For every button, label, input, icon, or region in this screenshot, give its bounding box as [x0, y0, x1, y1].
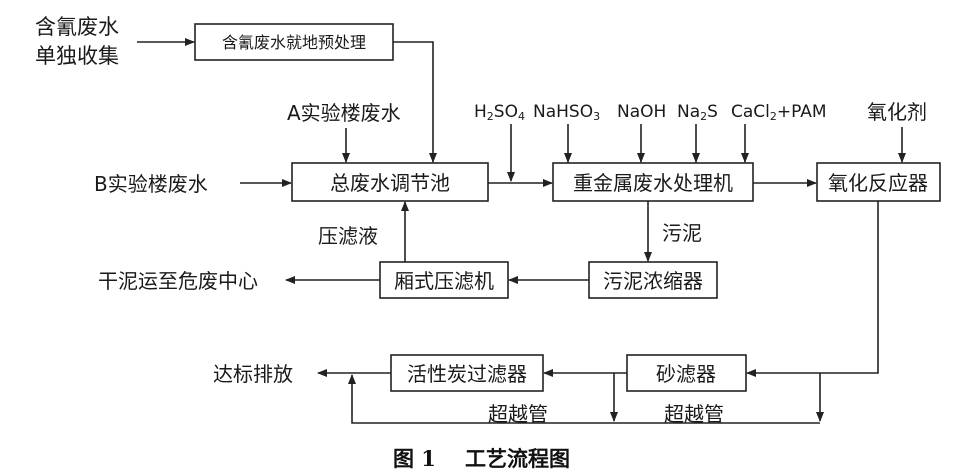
lab-b-wastewater-label: B实验楼废水: [94, 172, 208, 196]
sand-filter-box: 砂滤器: [626, 354, 747, 392]
oxidant-label: 氧化剂: [867, 100, 927, 124]
carbon-filter-label: 活性炭过滤器: [407, 362, 527, 386]
figure-title: 工艺流程图: [465, 446, 570, 471]
figure-number: 图 1: [393, 446, 436, 471]
arrow-pretreat-to-equalization: [393, 41, 437, 163]
reagent-naoh: NaOH: [617, 102, 666, 122]
separate-collection-label: 单独收集: [35, 44, 119, 68]
equalization-tank-box: 总废水调节池: [291, 162, 489, 202]
bypass-pipe-label-2: 超越管: [664, 402, 724, 426]
reagent-h2so4: H2SO4: [474, 102, 525, 123]
reagent-cacl2-pam: CaCl2+PAM: [731, 102, 827, 123]
carbon-filter-box: 活性炭过滤器: [390, 354, 544, 392]
filtrate-label: 压滤液: [318, 224, 378, 248]
oxidation-reactor-box: 氧化反应器: [816, 162, 941, 202]
discharge-label: 达标排放: [213, 362, 293, 386]
arrow-oxidation-to-sand-filter: [746, 201, 879, 377]
oxidation-reactor-label: 氧化反应器: [828, 171, 928, 195]
lab-a-wastewater-label: A实验楼废水: [287, 101, 401, 125]
cyanide-pretreatment-label: 含氰废水就地预处理: [222, 33, 366, 52]
dry-sludge-label: 干泥运至危废中心: [98, 269, 258, 293]
bypass-pipe-label-1: 超越管: [488, 402, 548, 426]
bypass-return-line: [348, 374, 820, 424]
filter-press-box: 厢式压滤机: [379, 261, 509, 299]
filter-press-label: 厢式压滤机: [394, 269, 494, 293]
sludge-thickener-label: 污泥浓缩器: [603, 269, 703, 293]
sand-filter-label: 砂滤器: [656, 362, 716, 386]
equalization-tank-label: 总废水调节池: [330, 171, 450, 195]
heavy-metal-treatment-box: 重金属废水处理机: [552, 162, 754, 202]
reagent-na2s: Na2S: [677, 102, 718, 123]
cyanide-pretreatment-box: 含氰废水就地预处理: [194, 23, 394, 61]
flow-lines: [137, 38, 906, 424]
reagent-nahso3: NaHSO3: [533, 102, 600, 123]
sludge-thickener-box: 污泥浓缩器: [588, 261, 718, 299]
cyanide-wastewater-label: 含氰废水: [35, 15, 119, 39]
sludge-label: 污泥: [662, 221, 702, 245]
heavy-metal-treatment-label: 重金属废水处理机: [573, 171, 733, 195]
